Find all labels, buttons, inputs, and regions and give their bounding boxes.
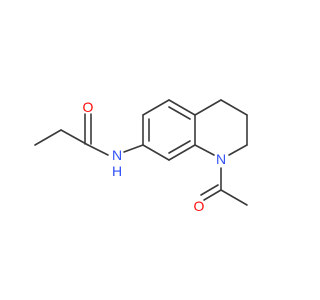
bond-ar-5-inner: [168, 140, 191, 154]
bond-carbonyl-n: [87, 144, 109, 156]
atom-n-amide: N: [112, 147, 122, 163]
atom-o-amide: O: [83, 99, 94, 115]
bond-ch2-carbonyl: [60, 129, 89, 146]
bond-ch3-ch2: [34, 129, 62, 146]
bond-acetyl-co-2: [200, 184, 219, 196]
bond-ar-3: [168, 99, 196, 116]
structure-diagram: O N H N O: [34, 99, 248, 214]
bond-n-aryl: [123, 144, 144, 153]
bond-c2-n1: [228, 144, 248, 156]
bond-c4a-c4: [194, 99, 222, 116]
bond-c4-c3: [220, 99, 248, 116]
atom-n-ring: N: [216, 151, 226, 167]
bond-ar-6: [142, 144, 170, 161]
bond-acetyl-co-1: [203, 189, 222, 201]
bond-n1-c8a: [194, 144, 215, 156]
bond-acetyl-ch3: [220, 189, 248, 206]
atom-o-acetyl: O: [194, 198, 205, 214]
bond-ar-5: [168, 144, 196, 161]
bond-ar-2: [142, 99, 170, 116]
atom-h-amide: H: [112, 163, 122, 179]
molecule-canvas: O N H N O: [34, 99, 248, 214]
bond-ar-3-inner: [168, 106, 191, 120]
